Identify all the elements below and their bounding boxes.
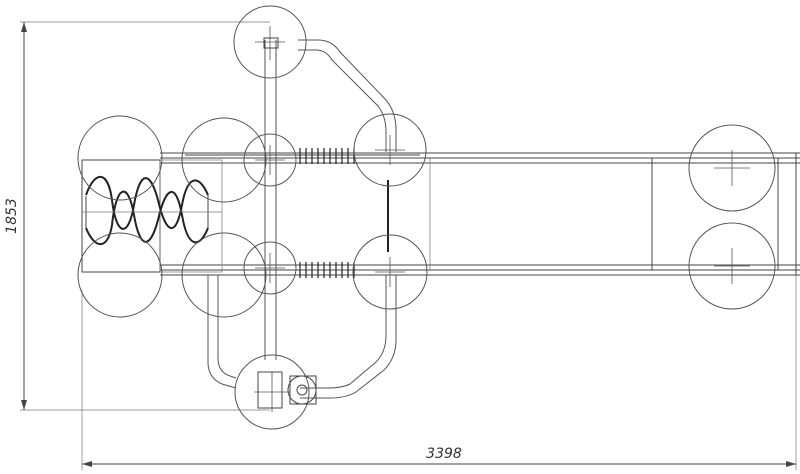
wheel-mid-upper-2: [243, 133, 297, 187]
center-marks: [254, 26, 750, 412]
wheel-rear-lower: [688, 222, 776, 310]
wheels: [77, 5, 776, 430]
tube-frame: [207, 39, 397, 399]
wheel-right-lower: [352, 234, 428, 310]
wheel-rear-upper: [688, 124, 776, 212]
wheel-top: [233, 5, 307, 79]
wheel-mid-lower-2: [243, 241, 297, 295]
width-dimension: 3398: [81, 270, 797, 470]
hub-details: [257, 37, 317, 409]
wheel-left-lower: [77, 232, 163, 318]
wheel-mid-lower-1: [181, 232, 267, 318]
wheel-bottom: [234, 354, 310, 430]
wheel-left-upper: [77, 115, 163, 201]
height-dimension-label: 1853: [4, 198, 20, 234]
wheel-right-upper: [353, 113, 427, 187]
width-dimension-label: 3398: [426, 446, 462, 462]
height-dimension: 1853: [4, 21, 270, 411]
